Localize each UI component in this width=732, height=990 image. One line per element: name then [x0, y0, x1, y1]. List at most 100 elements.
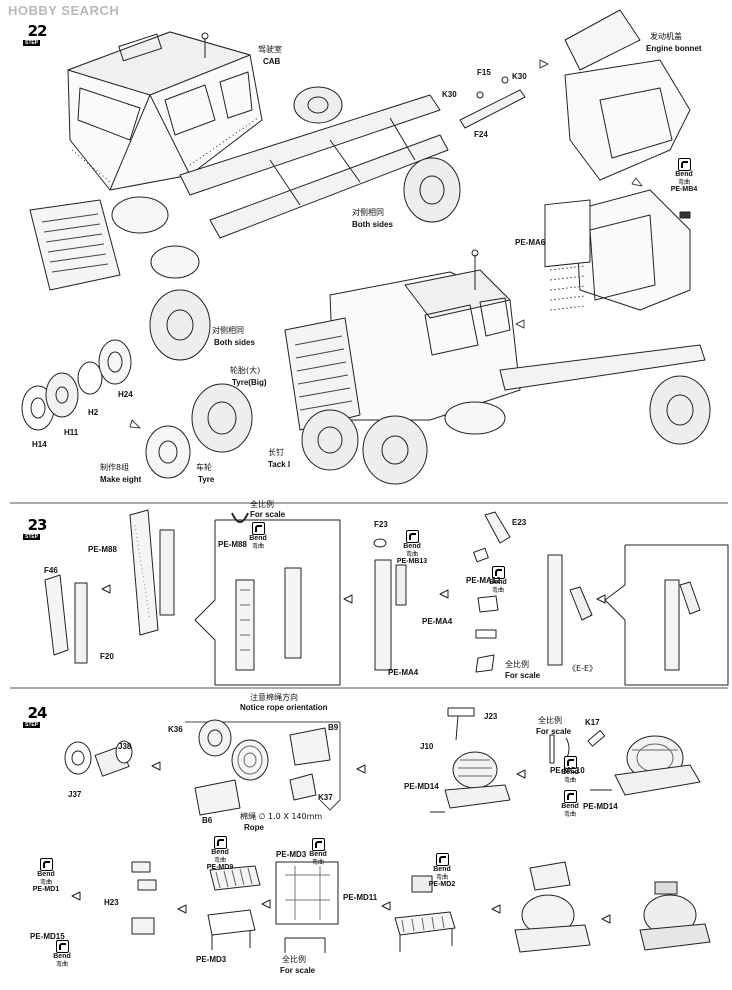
- bend-label-en: Bend: [211, 849, 229, 856]
- part-pe-md14-left: PE-MD14: [404, 782, 439, 791]
- step-tag: STEP: [23, 40, 41, 46]
- for-scale-3-zh: 全比例: [538, 716, 562, 725]
- bend-label-zh: 弯曲: [435, 874, 448, 881]
- part-k17: K17: [585, 718, 600, 727]
- step-number: 23: [27, 516, 48, 534]
- part-pe-ma4-bottom: PE-MA4: [388, 668, 419, 677]
- step-22-badge: 22 STEP: [22, 18, 52, 48]
- bend-label-en: Bend: [561, 769, 579, 776]
- step-number: 22: [27, 22, 48, 40]
- bend-label-zh: 弯曲: [311, 859, 324, 866]
- bend-label-zh: 弯曲: [213, 857, 226, 864]
- both-sides-label-en-1: Both sides: [352, 220, 393, 229]
- bend-label-en: Bend: [309, 851, 327, 858]
- step-tag: STEP: [23, 534, 41, 540]
- for-scale-2-zh: 全比例: [505, 660, 529, 669]
- watermark-logo: HOBBY SEARCH: [8, 3, 120, 18]
- part-b9: B9: [328, 723, 339, 732]
- step22-assembled-truck: [284, 249, 711, 485]
- bend-icon: [563, 790, 577, 803]
- bend-instruction-mc10: Bend 弯曲: [548, 756, 592, 784]
- bend-icon: [677, 158, 691, 171]
- part-f46: F46: [44, 566, 58, 575]
- step22-hood-parts: [459, 9, 691, 311]
- bend-label-zh: 弯曲: [251, 543, 264, 550]
- part-h14: H14: [32, 440, 47, 449]
- bend-icon: [491, 566, 505, 579]
- bend-icon: [435, 853, 449, 866]
- bend-icon: [213, 836, 227, 849]
- bend-label-zh: 弯曲: [405, 551, 418, 558]
- both-sides-label-zh-2: 对侧相同: [212, 326, 244, 335]
- for-scale-4-en: For scale: [280, 966, 316, 975]
- part-f20: F20: [100, 652, 114, 661]
- rope-notice-en: Notice rope orientation: [240, 703, 328, 712]
- bend-label-en: Bend: [561, 803, 579, 810]
- part-k30-left: K30: [442, 90, 457, 99]
- bend-label-zh: 弯曲: [563, 777, 576, 784]
- bend-icon: [405, 530, 419, 543]
- part-j23: J23: [484, 712, 498, 721]
- tyre-en: Tyre: [198, 475, 215, 484]
- step22-cab-drawing: [67, 31, 263, 191]
- bend-label-en: Bend: [249, 535, 267, 542]
- bend-instruction-mb4: Bend 弯曲 PE-MB4: [662, 158, 706, 194]
- bend-instruction-md9: Bend 弯曲 PE-MD9: [198, 836, 242, 872]
- both-sides-label-en-2: Both sides: [214, 338, 255, 347]
- both-sides-label-zh-1: 对侧相同: [352, 208, 384, 217]
- bonnet-label-zh: 发动机盖: [650, 32, 682, 41]
- bend-icon: [39, 858, 53, 871]
- part-j38: J38: [118, 742, 132, 751]
- bend-label-en: Bend: [53, 953, 71, 960]
- step23-drawings: [44, 509, 729, 686]
- step24-complete-winch: [639, 881, 711, 951]
- step-tag: STEP: [23, 722, 41, 728]
- step22-wheels: [149, 86, 461, 361]
- bend-instruction-md2: Bend 弯曲 PE-MD2: [420, 853, 464, 889]
- view-e-e: 《E-E》: [568, 664, 597, 673]
- step-24-badge: 24 STEP: [22, 700, 52, 730]
- tyre-zh: 车轮: [196, 463, 212, 472]
- part-h24: H24: [118, 390, 133, 399]
- tyre-big-zh: 轮胎(大): [230, 366, 261, 375]
- step22-chassis-drawing: [29, 86, 461, 361]
- part-pe-ma6: PE-MA6: [515, 238, 546, 247]
- part-h11: H11: [64, 428, 79, 437]
- bend-icon: [55, 940, 69, 953]
- bend-label-en: Bend: [37, 871, 55, 878]
- bend-label-en: Bend: [433, 866, 451, 873]
- tack-zh: 长钉: [268, 448, 284, 457]
- bend-instruction-md1: Bend 弯曲 PE-MD1: [24, 858, 68, 894]
- rope-notice-zh: 注意棉绳方向: [250, 693, 298, 702]
- part-pe-ma4-right: PE-MA4: [422, 617, 453, 626]
- part-h2: H2: [88, 408, 99, 417]
- part-k36: K36: [168, 725, 183, 734]
- cab-label-en: CAB: [263, 57, 281, 66]
- bend-label-zh: 弯曲: [39, 879, 52, 886]
- part-pe-md3-box: PE-MD3: [276, 850, 307, 859]
- bend-label-zh: 弯曲: [55, 961, 68, 968]
- rope-spec-zh: 棉绳 ∅ 1.0 X 140mm: [240, 812, 323, 821]
- cab-label-zh: 驾驶室: [258, 45, 282, 54]
- bend-instruction-md14: Bend 弯曲: [548, 790, 592, 818]
- part-pe-md15: PE-MD15: [30, 932, 65, 941]
- bend-icon: [251, 522, 265, 535]
- step24-drawings: [64, 707, 711, 953]
- part-j37: J37: [68, 790, 82, 799]
- bend-instruction-m88: Bend 弯曲: [236, 522, 280, 550]
- part-e23: E23: [512, 518, 527, 527]
- bend-label-en: Bend: [489, 579, 507, 586]
- bend-label-zh: 弯曲: [563, 811, 576, 818]
- tack-en: Tack I: [268, 460, 291, 469]
- part-b6: B6: [202, 816, 213, 825]
- part-f23: F23: [374, 520, 388, 529]
- part-f24: F24: [474, 130, 488, 139]
- for-scale-2-en: For scale: [505, 671, 541, 680]
- part-k37: K37: [318, 793, 333, 802]
- step-number: 24: [27, 704, 48, 722]
- bend-instruction-mb13: Bend 弯曲 PE-MB13: [390, 530, 434, 566]
- rope-spec-en: Rope: [244, 823, 264, 832]
- step22-wheel-parts: [21, 339, 253, 479]
- bend-label-en: Bend: [403, 543, 421, 550]
- for-scale-en: For scale: [250, 510, 286, 519]
